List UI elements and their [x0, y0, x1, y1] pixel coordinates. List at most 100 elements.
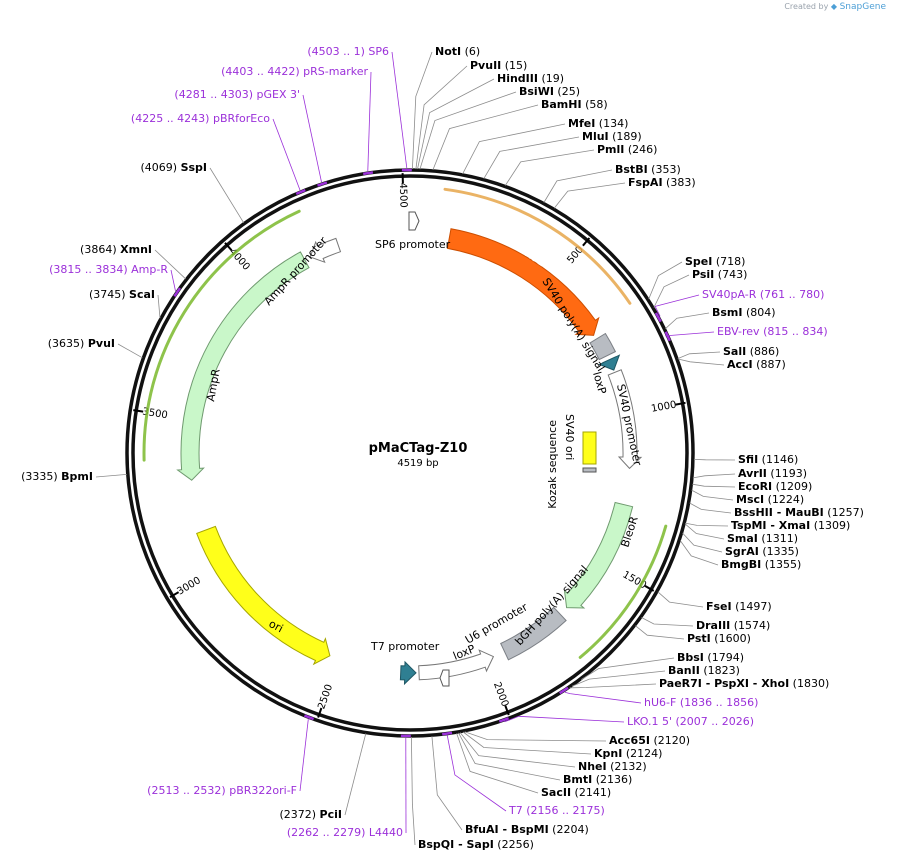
sv40-promoter-feature	[607, 369, 643, 470]
leader-line-hindiii	[417, 78, 495, 170]
leader-line-pbr322ori-f	[299, 719, 309, 792]
leader-line-bbsi	[580, 657, 675, 680]
site-label-spei: SpeI (718)	[685, 255, 745, 268]
site-label-pcii: (2372) PciI	[279, 808, 342, 821]
site-label-bstbi: BstBI (353)	[615, 163, 681, 176]
tick-mark-3000	[169, 591, 180, 599]
site-label-kpni: KpnI (2124)	[594, 747, 662, 760]
tick-mark-500	[582, 237, 591, 247]
bleor-orf-arc	[578, 524, 668, 659]
site-label-sgrai: SgrAI (1335)	[725, 545, 799, 558]
tick-mark-4000	[224, 242, 233, 251]
leader-line-spei	[648, 261, 683, 300]
leader-line-mlui	[483, 136, 580, 179]
site-label-pbr322ori-f: (2513 .. 2532) pBR322ori-F	[147, 784, 297, 797]
leader-line-bpmi	[95, 474, 127, 478]
site-label-sacii: SacII (2141)	[541, 786, 611, 799]
site-label-pvuii: PvuII (15)	[470, 59, 527, 72]
leader-line-psti	[635, 625, 685, 640]
leader-line-avrii	[692, 473, 736, 479]
leader-line-bstbi	[543, 169, 613, 203]
primer-site-mark	[303, 714, 315, 721]
tick-mark-3500	[133, 409, 144, 413]
mko2-feature	[446, 228, 600, 336]
leader-line-msci	[691, 489, 734, 501]
bgh-polya-feature	[500, 606, 567, 661]
tick-label-4500: 4500	[397, 182, 409, 208]
leader-line-sp6	[391, 51, 408, 169]
site-label-acci: AccI (887)	[727, 358, 786, 371]
snapgene-brand: Created by ◆ SnapGene	[784, 2, 886, 12]
tick-label-500: 500	[565, 244, 586, 266]
mko2-orf-arc	[443, 187, 632, 305]
site-label-hu6-f: hU6-F (1836 .. 1856)	[644, 696, 758, 709]
leader-line-draiii	[641, 617, 694, 627]
t7-promoter-label: T7 promoter	[370, 640, 440, 653]
primer-site-mark	[664, 331, 671, 342]
site-label-bsiwi: BsiWI (25)	[519, 85, 580, 98]
primer-site-mark	[295, 188, 306, 196]
leader-line-bamhi	[432, 104, 539, 171]
loxp-label-1: loxP	[590, 370, 609, 396]
site-label-paer7i: PaeR7I - PspXI - XhoI (1830)	[659, 677, 829, 690]
primer-site-mark	[654, 312, 662, 323]
leader-line-banii	[571, 670, 666, 687]
leader-line-sspi	[209, 167, 245, 224]
site-label-bmti: BmtI (2136)	[563, 773, 632, 786]
tick-mark-2500	[317, 707, 323, 718]
site-label-lko-1-5-: LKO.1 5' (2007 .. 2026)	[627, 715, 754, 728]
leader-line-kpni	[462, 731, 592, 755]
primer-site-mark	[363, 171, 374, 176]
site-label-bfuai: BfuAI - BspMI (2204)	[465, 823, 589, 836]
leader-line-t7	[446, 735, 507, 812]
bleor-feature	[563, 501, 634, 609]
sv40-promoter-label: SV40 promoter	[614, 383, 644, 467]
primer-site-mark	[442, 731, 453, 736]
kozak-feature	[582, 467, 597, 473]
site-label-bsshii: BssHII - MauBI (1257)	[734, 506, 864, 519]
site-label-sp6: (4503 .. 1) SP6	[307, 45, 389, 58]
site-label-scai: (3745) ScaI	[89, 288, 155, 301]
tick-mark-1000	[675, 401, 686, 406]
leader-line-pbrforeco	[272, 118, 301, 191]
sv40-polya-feature	[589, 332, 617, 361]
primer-site-mark	[498, 717, 510, 723]
tick-label-3000: 3000	[175, 575, 202, 598]
site-label-pgex-3-: (4281 .. 4303) pGEX 3'	[174, 88, 300, 101]
leader-line-ecori	[692, 483, 736, 488]
ampr-promoter-feature	[309, 237, 342, 264]
sp6-promoter-label: SP6 promoter	[375, 238, 451, 251]
ori-feature	[196, 525, 331, 666]
site-label-smai: SmaI (1311)	[727, 532, 798, 545]
leader-line-pcii	[344, 733, 367, 816]
leader-line-sgrai	[682, 532, 723, 553]
ampr-feature	[176, 251, 310, 481]
leader-line-bmti	[458, 732, 561, 781]
primer-site-mark	[173, 287, 182, 298]
site-label-bpmi: (3335) BpmI	[21, 470, 93, 483]
site-label-bmgbi: BmgBI (1355)	[721, 558, 801, 571]
leader-line-scai	[157, 294, 161, 319]
site-label-draiii: DraIII (1574)	[696, 619, 770, 632]
leader-line-acc65i	[464, 731, 607, 742]
site-label-mfei: MfeI (134)	[568, 117, 628, 130]
site-label-psti: PstI (1600)	[687, 632, 751, 645]
site-label-sv40pa-r: SV40pA-R (761 .. 780)	[702, 288, 824, 301]
tick-mark-2000	[504, 705, 510, 716]
primer-site-mark	[559, 686, 569, 695]
leader-line-sali	[677, 351, 721, 359]
tick-label-2500: 2500	[316, 683, 335, 711]
leader-line-pvui	[117, 343, 143, 359]
leader-line-sacii	[456, 733, 539, 794]
site-label-pbrforeco: (4225 .. 4243) pBRforEco	[131, 112, 270, 125]
site-label-bbsi: BbsI (1794)	[677, 651, 744, 664]
site-label-ecori: EcoRI (1209)	[738, 480, 812, 493]
site-label-pvui: (3635) PvuI	[48, 337, 115, 350]
leader-line-amp-r	[170, 269, 176, 292]
leader-line-sv40pa-r	[654, 294, 700, 317]
leader-line-bspqi	[411, 736, 416, 846]
sp6-promoter-feature	[408, 211, 420, 231]
sv40-ori-label: SV40 ori	[563, 414, 576, 460]
brand-name: SnapGene	[839, 2, 886, 12]
loxp-feature-2	[399, 660, 417, 686]
